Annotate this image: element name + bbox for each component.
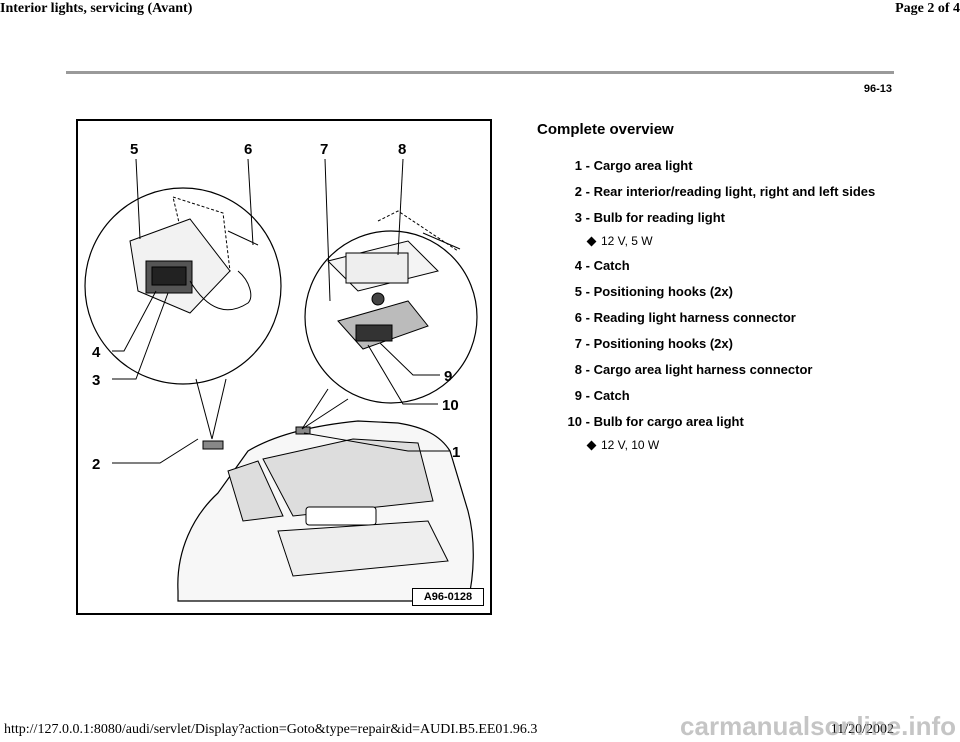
list-item: 1 - Cargo area light — [545, 158, 885, 174]
item-number: 3 — [574, 210, 582, 225]
item-separator: - — [582, 336, 594, 351]
figure-label-8: 8 — [398, 141, 406, 158]
item-text: Catch — [593, 258, 630, 273]
list-item: 10 - Bulb for cargo area light — [545, 414, 885, 430]
list-item: 4 - Catch — [545, 258, 885, 274]
item-number: 8 — [574, 362, 582, 377]
item-separator: - — [582, 210, 594, 225]
item-number: 9 — [574, 388, 582, 403]
header-page-indicator: Page 2 of 4 — [895, 1, 960, 16]
item-separator: - — [582, 310, 594, 325]
item-separator: - — [582, 362, 594, 377]
item-text: Bulb for cargo area light — [593, 414, 744, 429]
item-number: 7 — [574, 336, 582, 351]
item-text: Reading light harness connector — [593, 310, 796, 325]
figure-label-6: 6 — [244, 141, 252, 158]
list-item: 9 - Catch — [545, 388, 885, 404]
item-separator: - — [582, 184, 594, 199]
item-separator: - — [582, 258, 594, 273]
watermark: carmanualsonline.info — [680, 711, 956, 741]
item-number: 4 — [574, 258, 582, 273]
item-text: Bulb for reading light — [593, 210, 725, 225]
item-separator: - — [582, 414, 594, 429]
list-item: 7 - Positioning hooks (2x) — [545, 336, 885, 352]
item-number: 2 — [574, 184, 582, 199]
list-item: 5 - Positioning hooks (2x) — [545, 284, 885, 300]
item-text: Positioning hooks (2x) — [593, 336, 733, 351]
figure-label-1: 1 — [452, 444, 460, 461]
item-number: 10 — [567, 414, 582, 429]
header-rule — [66, 71, 894, 74]
item-text: Cargo area light harness connector — [593, 362, 813, 377]
figure-illustration: 5 6 7 8 4 3 2 9 10 1 — [84, 141, 478, 602]
diamond-bullet-icon — [586, 236, 597, 246]
item-number: 1 — [574, 158, 582, 173]
item-number: 6 — [574, 310, 582, 325]
item-spec-text: 12 V, 10 W — [601, 438, 660, 452]
figure-label-7: 7 — [320, 141, 328, 158]
figure: 5 6 7 8 4 3 2 9 10 1 A96-0128 — [76, 119, 492, 615]
item-separator: - — [582, 158, 594, 173]
item-separator: - — [582, 388, 594, 403]
item-text: Rear interior/reading light, right and l… — [593, 184, 876, 199]
item-text: Catch — [593, 388, 630, 403]
footer-url[interactable]: http://127.0.0.1:8080/audi/servlet/Displ… — [4, 722, 538, 737]
footer-date: 11/20/2002 — [830, 722, 894, 737]
item-spec-text: 12 V, 5 W — [601, 234, 653, 248]
figure-code: A96-0128 — [412, 588, 484, 606]
figure-label-4: 4 — [92, 344, 101, 361]
item-spec: 12 V, 5 W — [586, 234, 885, 248]
item-number: 5 — [574, 284, 582, 299]
item-text: Cargo area light — [593, 158, 693, 173]
list-item: 8 - Cargo area light harness connector — [545, 362, 885, 378]
item-spec: 12 V, 10 W — [586, 438, 885, 452]
figure-label-9: 9 — [444, 368, 452, 385]
header-title: Interior lights, servicing (Avant) — [0, 1, 193, 16]
item-text: Positioning hooks (2x) — [593, 284, 733, 299]
item-separator: - — [582, 284, 594, 299]
figure-label-2: 2 — [92, 456, 100, 473]
component-list: 1 - Cargo area light 2 - Rear interior/re… — [545, 158, 885, 462]
list-item: 6 - Reading light harness connector — [545, 310, 885, 326]
list-item: 2 - Rear interior/reading light, right a… — [545, 184, 885, 200]
list-item: 3 - Bulb for reading light — [545, 210, 885, 226]
figure-label-5: 5 — [130, 141, 138, 158]
figure-label-10: 10 — [442, 397, 459, 414]
figure-label-3: 3 — [92, 372, 100, 389]
diamond-bullet-icon — [586, 440, 597, 450]
section-title: Complete overview — [537, 121, 674, 138]
page-number: 96-13 — [863, 83, 892, 95]
